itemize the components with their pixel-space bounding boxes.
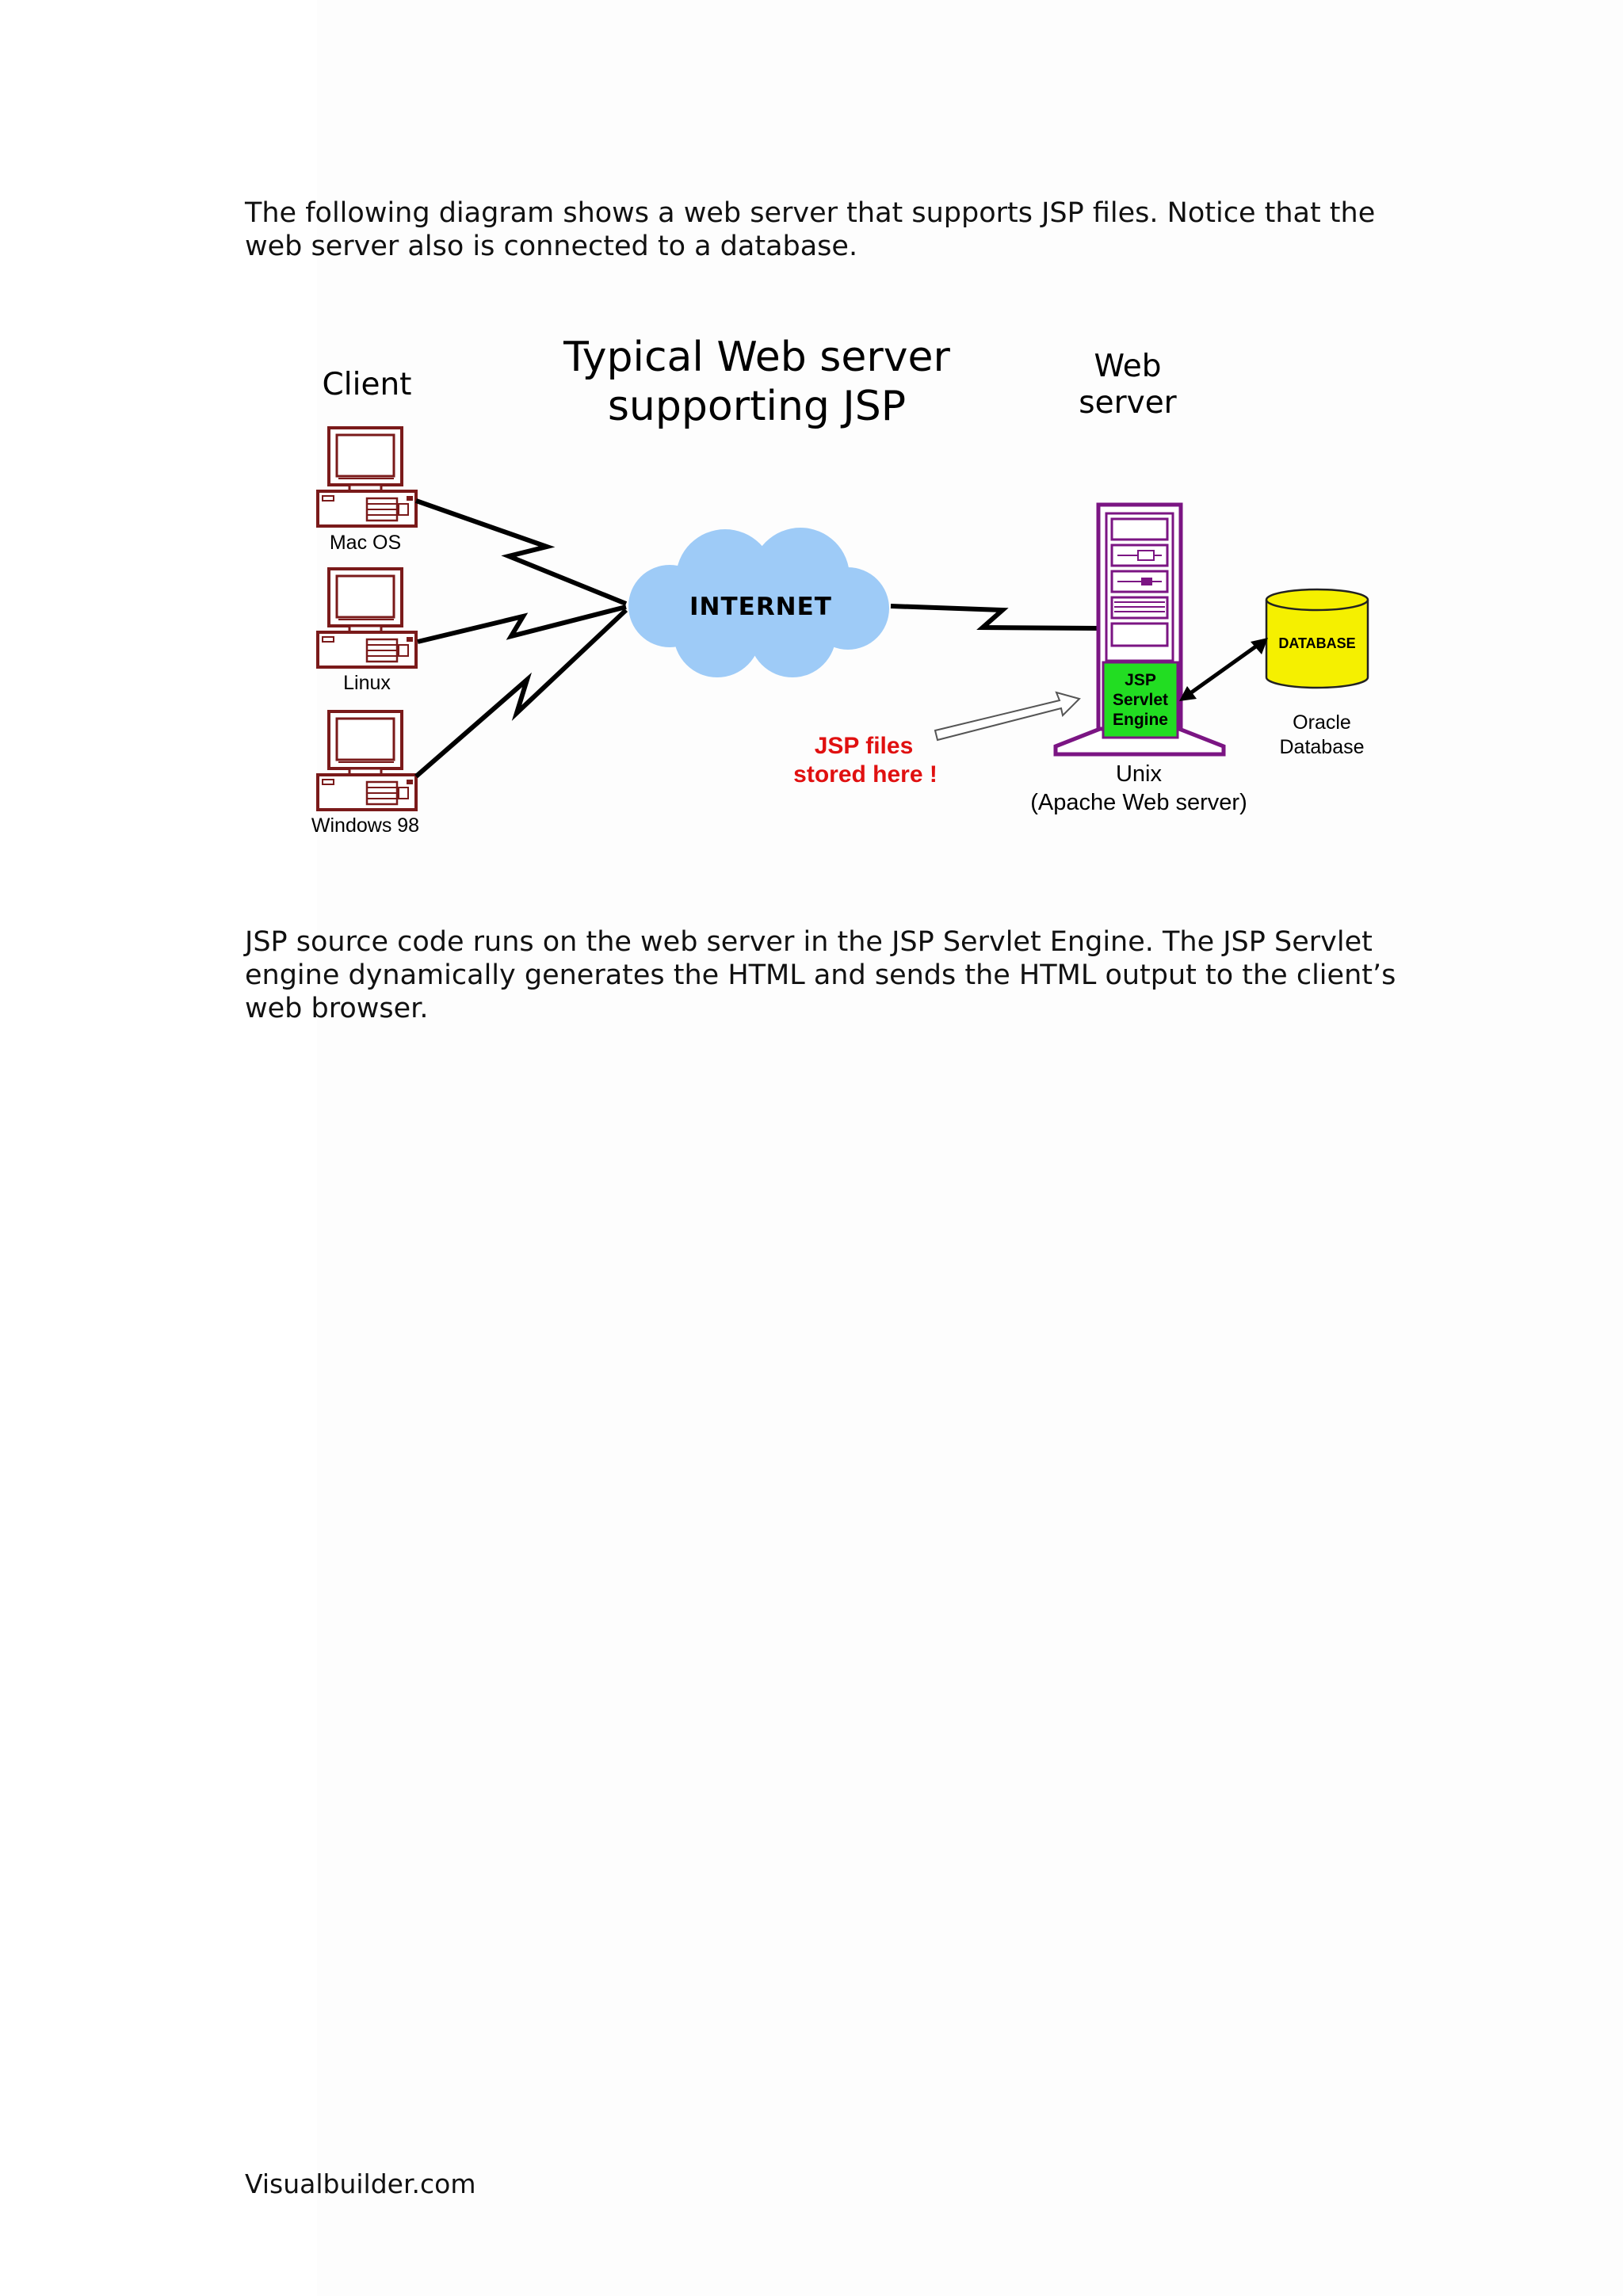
- database-caption-line1: Oracle: [1293, 711, 1351, 734]
- web-heading-line2: server: [1079, 385, 1177, 421]
- page-background: [317, 0, 1623, 2296]
- engine-line1: JSP: [1125, 671, 1156, 689]
- database-cylinder: DATABASE: [1265, 588, 1369, 689]
- client-heading: Client: [323, 367, 412, 402]
- outro-paragraph: JSP source code runs on the web server i…: [245, 926, 1396, 1024]
- jsp-servlet-engine: JSP Servlet Engine: [1102, 661, 1179, 739]
- connection-lines: [414, 498, 1098, 779]
- database-label: DATABASE: [1278, 635, 1355, 651]
- client-label-windows: Windows 98: [311, 814, 419, 837]
- server-caption-line1: Unix: [1116, 761, 1163, 787]
- diagram-title-line2: supporting JSP: [608, 383, 906, 430]
- intro-paragraph: The following diagram shows a web server…: [245, 197, 1376, 262]
- jsp-note-line1: JSP files: [815, 733, 914, 759]
- footer-text: Visualbuilder.com: [245, 2168, 476, 2199]
- internet-cloud: INTERNET: [628, 528, 889, 677]
- computer-icon: [316, 567, 418, 669]
- engine-line3: Engine: [1113, 711, 1168, 729]
- server-caption-line2: (Apache Web server): [1030, 790, 1247, 815]
- hollow-arrow: [934, 691, 1081, 742]
- client-label-linux: Linux: [343, 672, 391, 694]
- database-caption-line2: Database: [1279, 736, 1364, 758]
- client-label-mac: Mac OS: [330, 532, 401, 554]
- web-server-diagram: Typical Web server supporting JSP Client…: [311, 334, 1369, 837]
- computer-icon: [316, 710, 418, 811]
- internet-label: INTERNET: [689, 593, 832, 621]
- engine-line2: Servlet: [1113, 691, 1168, 709]
- diagram-title-line1: Typical Web server: [563, 334, 950, 381]
- computer-icon: [316, 426, 418, 528]
- web-heading-line1: Web: [1094, 349, 1161, 384]
- jsp-note-line2: stored here !: [793, 761, 938, 788]
- database-arrow: [1179, 638, 1268, 701]
